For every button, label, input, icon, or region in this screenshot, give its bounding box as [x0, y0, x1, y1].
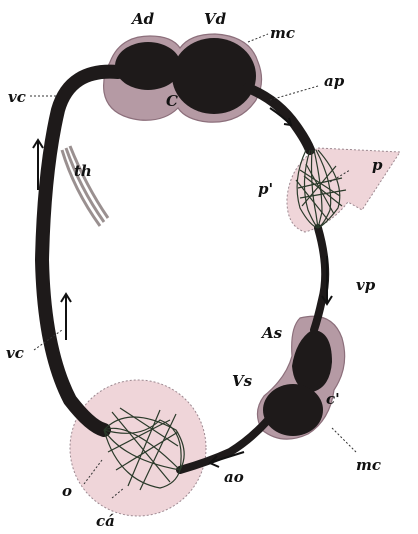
left-ventricle-Vs	[263, 384, 323, 436]
label-Vd: Vd	[204, 10, 227, 28]
label-mc-bottom: mc	[356, 456, 381, 474]
systemic-tissue	[70, 380, 206, 516]
vena-cava	[42, 72, 118, 430]
label-C: C	[166, 92, 178, 110]
label-mc-top: mc	[270, 24, 295, 42]
label-vc-top: vc	[8, 88, 26, 106]
label-o: o	[62, 482, 72, 500]
label-ap: ap	[324, 72, 345, 90]
label-c-prime: c'	[326, 390, 340, 408]
pulmonary-vein	[314, 228, 325, 330]
label-As: As	[260, 324, 283, 342]
label-p-prime: p'	[258, 180, 273, 198]
label-vc-bottom: vc	[6, 344, 24, 362]
label-p: p	[372, 156, 383, 174]
label-th: th	[74, 162, 92, 180]
label-Ad: Ad	[130, 10, 155, 28]
label-ca: cá	[96, 512, 115, 530]
thoracic-duct	[62, 146, 108, 226]
label-ao: ao	[224, 468, 244, 486]
label-Vs: Vs	[232, 372, 253, 390]
label-vp: vp	[356, 276, 376, 294]
